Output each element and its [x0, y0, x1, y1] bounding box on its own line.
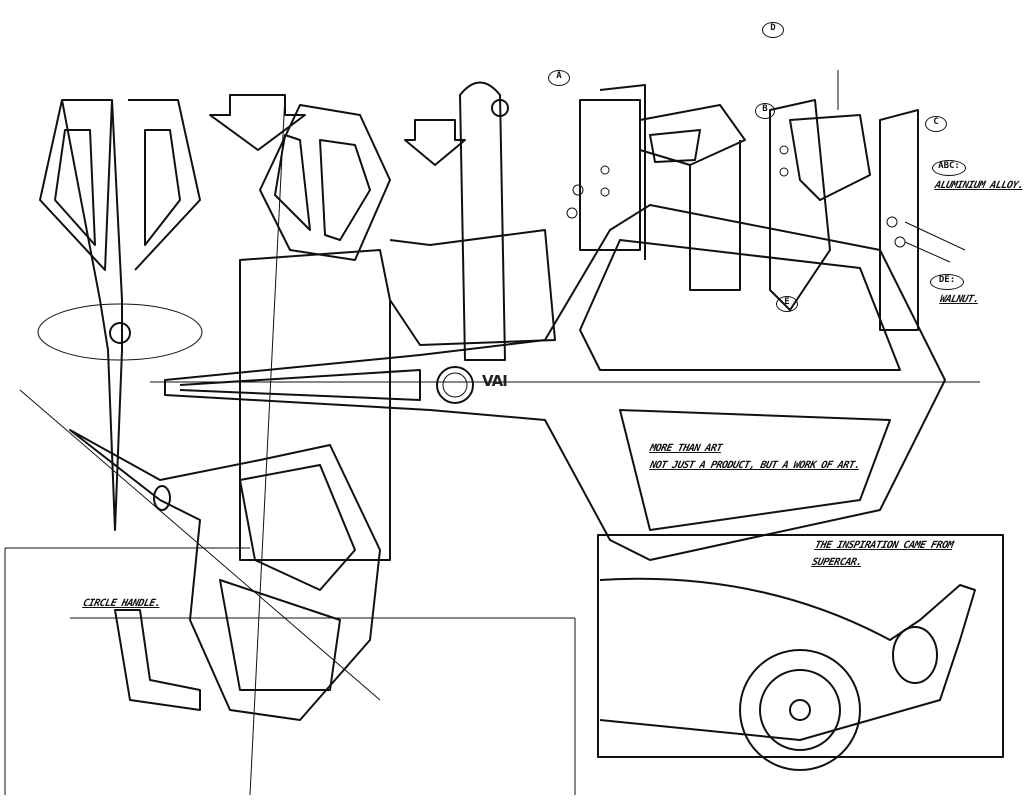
material-tag-abc: ABC:	[932, 160, 966, 176]
scissors-front-view	[39, 99, 201, 531]
scissors-perspective-view	[69, 429, 381, 721]
blade-note-line2: NOT JUST A PRODUCT, BUT A WORK OF ART.	[648, 460, 861, 471]
material-tag-de: DE:	[930, 274, 964, 290]
exploded-handle-parts	[566, 70, 966, 331]
brand-logo: VAI	[482, 372, 508, 390]
callout-c: C	[925, 116, 947, 132]
construction-lines	[4, 94, 980, 796]
material-abc-label: ALUMINIUM ALLOY.	[933, 180, 1024, 191]
callout-b: B	[755, 103, 775, 119]
callout-e: E	[776, 296, 798, 312]
supercar-sketch	[597, 534, 1004, 771]
blade-note-line1: MORE THAN ART	[648, 443, 723, 454]
callout-d: D	[762, 22, 784, 38]
scissors-side-view	[164, 204, 946, 561]
inspiration-note-line1: THE INSPIRATION CAME FROM	[813, 540, 955, 551]
inspiration-note-line2: SUPERCAR.	[810, 557, 863, 568]
scissors-angled-view	[209, 81, 556, 561]
material-de-label: WALNUT.	[938, 294, 980, 305]
handle-note: CIRCLE HANDLE.	[81, 598, 162, 609]
callout-a: A	[548, 70, 570, 86]
